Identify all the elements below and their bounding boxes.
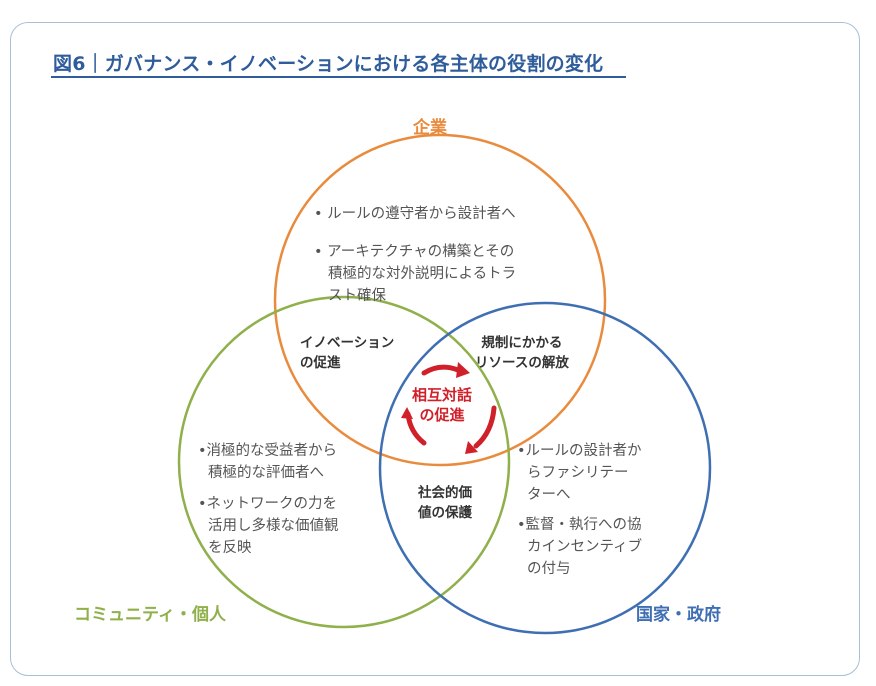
label-enterprise: 企業: [413, 118, 447, 138]
figure-frame: [10, 22, 860, 676]
title-underline: [51, 76, 626, 78]
arrow-top: [421, 364, 461, 376]
figure-title: 図6｜ガバナンス・イノベーションにおける各主体の役割の変化: [53, 53, 604, 75]
circle-enterprise: [273, 133, 607, 467]
arrow-right: [473, 405, 497, 449]
circle-government: [378, 301, 712, 635]
center-arrowheads: [401, 362, 478, 454]
government-bullet-2: •監督・執行への協 カインセンティブ の付与: [517, 517, 643, 577]
overlap-enterprise-government: 規制にかかる リソースの解放: [475, 335, 569, 371]
enterprise-bullet-2: • アーキテクチャの構築とその 積極的な対外説明によるトラ スト確保: [314, 244, 517, 304]
government-bullet-1: •ルールの設計者か らファシリテー ターへ: [517, 443, 642, 503]
overlap-enterprise-community: イノベーション の促進: [300, 335, 395, 371]
community-bullet-1: •消極的な受益者から 積極的な評価者へ: [198, 443, 338, 481]
overlap-community-government: 社会的価 値の保護: [418, 485, 472, 521]
overlap-center: 相互対話 の促進: [412, 386, 473, 424]
enterprise-bullet-1: • ルールの遵守者から設計者へ: [314, 206, 516, 222]
label-community: コミュニティ・個人: [74, 605, 226, 625]
community-bullet-2: •ネットワークの力を 活用し多様な価値観 を反映: [198, 496, 339, 556]
label-government: 国家・政府: [636, 605, 721, 625]
circle-community: [177, 295, 511, 629]
